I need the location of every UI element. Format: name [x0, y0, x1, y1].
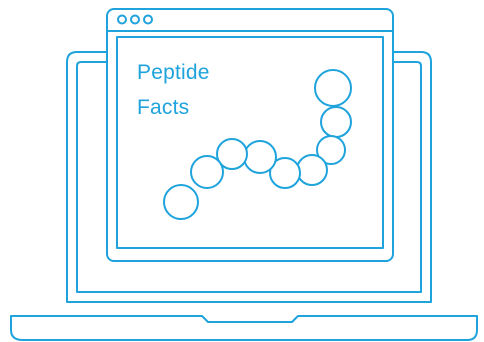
bead-1	[314, 69, 352, 107]
window-control-circle-2-icon	[130, 14, 140, 25]
laptop-lid-outer-icon	[66, 51, 432, 303]
laptop-lid-inner-icon	[76, 61, 422, 293]
peptide-bead-chain-icon	[163, 69, 352, 220]
bead-2	[320, 106, 352, 138]
browser-window-icon	[106, 8, 394, 262]
bead-7	[216, 138, 248, 170]
laptop-base-icon	[10, 315, 478, 341]
bead-6	[243, 140, 277, 174]
window-content-frame	[116, 36, 384, 249]
window-control-circle-1-icon	[117, 14, 127, 25]
bead-3	[316, 135, 346, 165]
title-line-peptide: Peptide	[137, 61, 210, 84]
bead-9	[163, 184, 199, 220]
bead-4	[296, 154, 328, 186]
window-control-circle-3-icon	[143, 14, 153, 25]
title-line-facts: Facts	[137, 96, 190, 119]
bead-5	[269, 157, 301, 189]
bead-8	[190, 155, 224, 189]
